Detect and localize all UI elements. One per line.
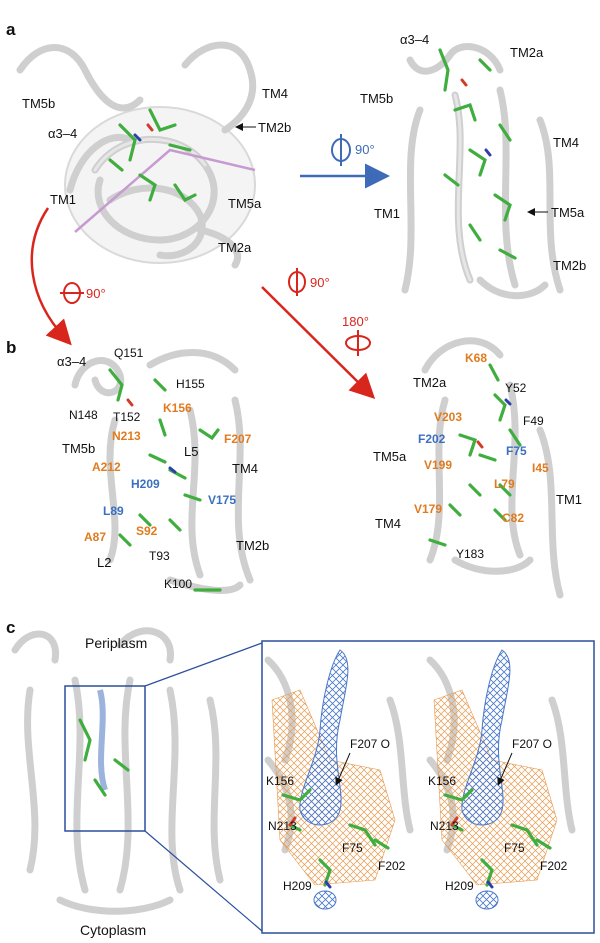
rotation-90-blue: [300, 134, 390, 189]
stereo-left-f75: F75: [342, 841, 363, 855]
residue-f202: F202: [418, 432, 446, 446]
label-b-tm5b: TM5b: [62, 441, 95, 456]
residue-a212: A212: [92, 460, 121, 474]
stereo-right-h209: H209: [445, 879, 474, 893]
residue-v203: V203: [434, 410, 462, 424]
label-b-l5: L5: [184, 444, 198, 459]
residue-i45: I45: [532, 461, 549, 475]
stereo-right-f207o: F207 O: [512, 737, 552, 751]
label-b-right-tm1: TM1: [556, 492, 582, 507]
residue-k156: K156: [163, 401, 192, 415]
rotation-label-diag: 90°: [310, 275, 330, 290]
label-periplasm: Periplasm: [85, 635, 147, 651]
label-b-l2: L2: [97, 555, 111, 570]
residue-t93: T93: [149, 549, 170, 563]
label-b-right-tm4: TM4: [375, 516, 401, 531]
label-b-tm2b: TM2b: [236, 538, 269, 553]
stereo-left-k156: K156: [266, 774, 294, 788]
zoom-line-top: [144, 642, 263, 687]
rotation-label-down: 90°: [86, 286, 106, 301]
label-a-a34: α3–4: [48, 126, 77, 141]
label-a-tm5b: TM5b: [22, 96, 55, 111]
rotation-label-180: 180°: [342, 314, 369, 329]
label-b-a34: α3–4: [57, 354, 86, 369]
panel-label-c: c: [6, 618, 15, 637]
residue-y183: Y183: [456, 547, 484, 561]
structure-b-left: [71, 349, 254, 594]
label-cytoplasm: Cytoplasm: [80, 922, 146, 938]
structure-c-overview: [11, 627, 224, 915]
stereo-right-f202: F202: [540, 859, 568, 873]
residue-f207: F207: [224, 432, 252, 446]
residue-k68: K68: [465, 351, 487, 365]
stereo-right-f75: F75: [504, 841, 525, 855]
stereo-right: [426, 649, 576, 910]
label-b-right-tm2a: TM2a: [413, 375, 447, 390]
zoom-box: [64, 685, 146, 832]
structure-a-left: [16, 41, 257, 269]
label-a-tm4: TM4: [262, 86, 288, 101]
residue-t152: T152: [113, 410, 141, 424]
residue-f75: F75: [506, 444, 527, 458]
residue-l89: L89: [103, 504, 124, 518]
residue-y52: Y52: [505, 381, 527, 395]
residue-v179: V179: [414, 502, 442, 516]
residue-l79: L79: [494, 477, 515, 491]
rotation-arrows-red: [30, 207, 376, 400]
label-a-right-tm5a: TM5a: [551, 205, 585, 220]
stereo-left-f207o: F207 O: [350, 737, 390, 751]
residue-c82: C82: [502, 511, 524, 525]
label-b-right-tm5a: TM5a: [373, 449, 407, 464]
stereo-right-n213: N213: [430, 819, 459, 833]
rotation-label-a: 90°: [355, 142, 375, 157]
residue-v199: V199: [424, 458, 452, 472]
residue-n148: N148: [69, 408, 98, 422]
residue-h209: H209: [131, 477, 160, 491]
residue-a87: A87: [84, 530, 106, 544]
label-a-right-tm4: TM4: [553, 135, 579, 150]
label-a-tm1: TM1: [50, 192, 76, 207]
residue-v175: V175: [208, 493, 236, 507]
structure-b-right: [421, 337, 564, 599]
zoom-line-bottom: [144, 830, 263, 932]
panel-label-b: b: [6, 338, 16, 357]
stereo-left-f202: F202: [378, 859, 406, 873]
residue-f49: F49: [523, 414, 544, 428]
label-a-right-tm2b: TM2b: [553, 258, 586, 273]
label-b-tm4: TM4: [232, 461, 258, 476]
residue-n213: N213: [112, 429, 141, 443]
residue-k100: K100: [164, 577, 192, 591]
residue-h155: H155: [176, 377, 205, 391]
stereo-left-h209: H209: [283, 879, 312, 893]
residue-s92: S92: [136, 524, 158, 538]
label-a-right-tm5b: TM5b: [360, 91, 393, 106]
stereo-right-k156: K156: [428, 774, 456, 788]
structure-a-right: [401, 43, 564, 300]
label-a-right-tm1: TM1: [374, 206, 400, 221]
label-a-tm2b: TM2b: [258, 120, 291, 135]
stereo-left: [264, 649, 414, 910]
residue-q151: Q151: [114, 346, 144, 360]
label-a-right-a34: α3–4: [400, 32, 429, 47]
panel-label-a: a: [6, 20, 16, 39]
label-a-right-tm2a: TM2a: [510, 45, 544, 60]
label-a-tm5a: TM5a: [228, 196, 262, 211]
label-a-tm2a: TM2a: [218, 240, 252, 255]
stereo-left-n213: N213: [268, 819, 297, 833]
